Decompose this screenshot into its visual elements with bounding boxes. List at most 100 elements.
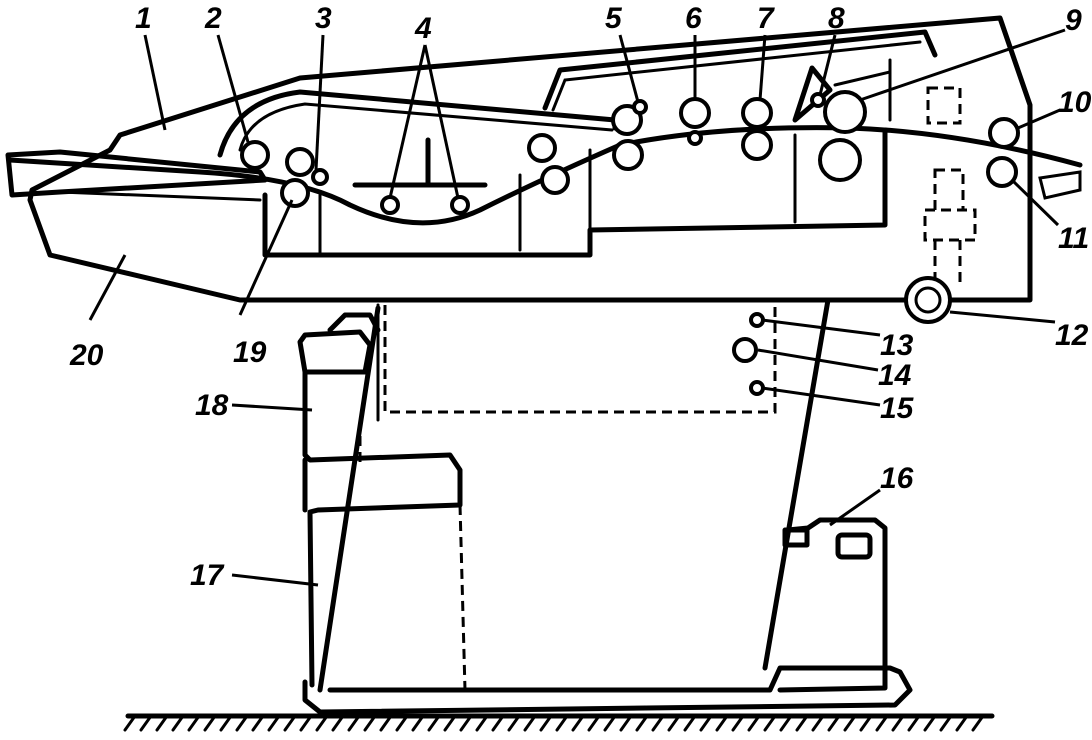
ground-hatch-line — [843, 714, 857, 732]
ground-hatch-line — [219, 714, 233, 732]
label-18: 18 — [195, 389, 229, 422]
label-6: 6 — [685, 2, 702, 35]
column-unit — [297, 312, 467, 691]
motor-12 — [904, 168, 977, 324]
roller-6b — [687, 130, 703, 146]
ground-hatch-line — [907, 714, 921, 732]
label-15: 15 — [880, 392, 915, 425]
roller-5c — [612, 139, 644, 171]
ground-hatch-line — [203, 714, 217, 732]
ground-hatch-line — [187, 714, 201, 732]
rollers — [240, 90, 1020, 215]
ground-hatch-line — [395, 714, 409, 732]
ground-hatch-line — [315, 714, 329, 732]
box-16 — [777, 517, 888, 693]
ground-hatch-line — [155, 714, 169, 732]
ground-hatch-line — [747, 714, 761, 732]
ground-hatch-line — [443, 714, 457, 732]
ground-hatch-line — [667, 714, 681, 732]
label-16: 16 — [880, 462, 914, 495]
leader-lines — [88, 28, 1066, 587]
switch-15 — [749, 380, 765, 396]
label-7: 7 — [757, 2, 775, 35]
ground-hatch-line — [923, 714, 937, 732]
ground-hatch-line — [587, 714, 601, 732]
machine-housing — [5, 15, 1082, 303]
ground-hatch-line — [763, 714, 777, 732]
ground-hatch-line — [267, 714, 281, 732]
switch-13 — [749, 312, 765, 328]
roller-2 — [240, 140, 270, 170]
ground-hatch-line — [635, 714, 649, 732]
roller-5-lower-left — [540, 165, 570, 195]
roller-8 — [810, 92, 826, 108]
ground-hatch-line — [971, 714, 985, 732]
ground-hatch-line — [363, 714, 377, 732]
ground-hatch-line — [507, 714, 521, 732]
ground — [123, 713, 995, 732]
ground-hatch-line — [347, 714, 361, 732]
ground-hatch-line — [251, 714, 265, 732]
ground-hatch-line — [555, 714, 569, 732]
roller-5-upper-left — [527, 133, 557, 163]
label-17: 17 — [190, 559, 225, 592]
label-12: 12 — [1055, 319, 1089, 352]
ground-hatch-line — [379, 714, 393, 732]
ground-hatch-line — [619, 714, 633, 732]
ground-hatch-line — [875, 714, 889, 732]
label-2: 2 — [204, 2, 222, 35]
ground-hatch-line — [939, 714, 953, 732]
label-5: 5 — [605, 2, 623, 35]
ground-hatch-line — [459, 714, 473, 732]
part-labels: 1 2 3 4 5 6 7 8 9 10 11 12 13 14 15 16 1… — [69, 2, 1092, 592]
roller-9b — [818, 138, 862, 182]
ground-hatch-line — [139, 714, 153, 732]
roller-7 — [741, 97, 773, 129]
ground-hatch-line — [235, 714, 249, 732]
roller-5b — [632, 99, 648, 115]
ground-hatch-line — [299, 714, 313, 732]
roller-4b — [450, 195, 470, 215]
roller-11 — [986, 156, 1018, 188]
ground-hatch-line — [779, 714, 793, 732]
roller-3a — [285, 147, 315, 177]
ground-hatch-line — [715, 714, 729, 732]
ground-hatch-line — [491, 714, 505, 732]
paper-path — [7, 125, 1083, 226]
ground-hatch-line — [427, 714, 441, 732]
label-10: 10 — [1058, 86, 1092, 119]
label-1: 1 — [135, 2, 152, 35]
ground-hatch-line — [475, 714, 489, 732]
label-11: 11 — [1058, 222, 1089, 255]
roller-7b — [741, 129, 773, 161]
ground-hatch-line — [411, 714, 425, 732]
ground-hatch-line — [795, 714, 809, 732]
knob-14 — [732, 337, 758, 363]
ground-hatch-line — [571, 714, 585, 732]
label-14: 14 — [878, 359, 912, 392]
roller-3b — [311, 168, 329, 186]
ground-hatch-line — [955, 714, 969, 732]
ground-hatch-line — [539, 714, 553, 732]
ground-hatch-line — [651, 714, 665, 732]
roller-5a — [611, 104, 643, 136]
label-13: 13 — [880, 329, 914, 362]
control-panel — [376, 300, 777, 422]
label-3: 3 — [315, 2, 332, 35]
ground-hatch-line — [811, 714, 825, 732]
roller-10 — [988, 117, 1020, 149]
label-9: 9 — [1065, 4, 1082, 37]
label-20: 20 — [69, 339, 104, 372]
ground-hatch-line — [859, 714, 873, 732]
label-8: 8 — [828, 2, 845, 35]
ground-hatch-line — [891, 714, 905, 732]
label-19: 19 — [233, 336, 267, 369]
roller-4a — [380, 195, 400, 215]
ground-hatch-line — [683, 714, 697, 732]
ground-hatch-line — [523, 714, 537, 732]
ground-hatch-line — [331, 714, 345, 732]
roller-9 — [823, 90, 867, 134]
label-4: 4 — [414, 12, 432, 45]
ground-hatch-line — [699, 714, 713, 732]
